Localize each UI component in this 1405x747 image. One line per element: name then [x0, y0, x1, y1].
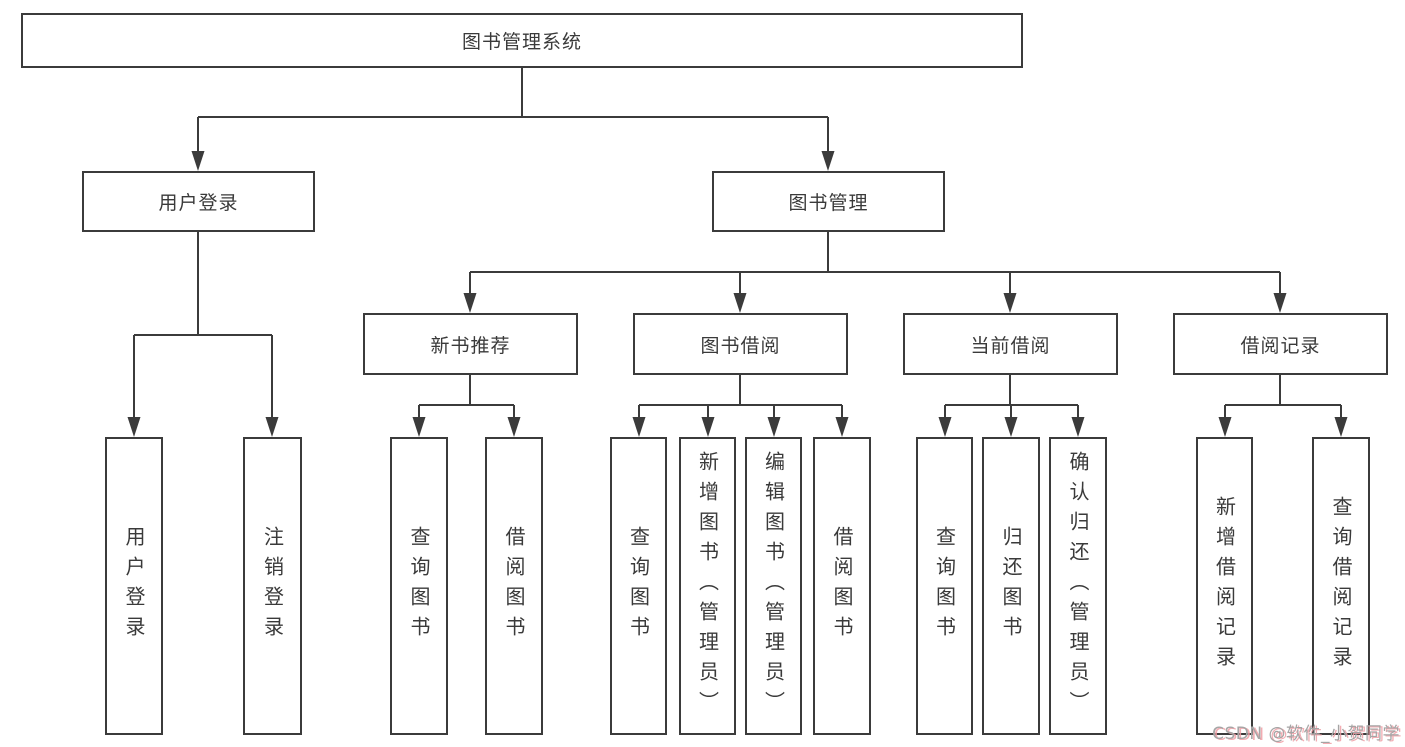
node-new-book-recommendation: 新书推荐 [363, 313, 578, 375]
leaf-borrow-books-borrowing: 借阅图书 [813, 437, 871, 735]
node-book-management: 图书管理 [712, 171, 945, 232]
leaf-user-login: 用户登录 [105, 437, 163, 735]
leaf-add-books-admin: 新增图书（管理员） [679, 437, 736, 735]
leaf-logout: 注销登录 [243, 437, 302, 735]
leaf-add-borrow-record: 新增借阅记录 [1196, 437, 1253, 735]
leaf-edit-books-admin: 编辑图书（管理员） [745, 437, 802, 735]
leaf-query-books-borrowing: 查询图书 [610, 437, 667, 735]
node-root: 图书管理系统 [21, 13, 1023, 68]
leaf-query-books-current: 查询图书 [916, 437, 973, 735]
node-user-login: 用户登录 [82, 171, 315, 232]
csdn-watermark: CSDN @软件_小贺同学 [1212, 724, 1400, 744]
node-current-borrowing: 当前借阅 [903, 313, 1118, 375]
leaf-query-books-recommendation: 查询图书 [390, 437, 448, 735]
leaf-borrow-books-recommendation: 借阅图书 [485, 437, 543, 735]
leaf-confirm-return-admin: 确认归还（管理员） [1049, 437, 1107, 735]
node-book-borrowing: 图书借阅 [633, 313, 848, 375]
leaf-query-borrow-record: 查询借阅记录 [1312, 437, 1370, 735]
leaf-return-books: 归还图书 [982, 437, 1040, 735]
node-borrowing-records: 借阅记录 [1173, 313, 1388, 375]
